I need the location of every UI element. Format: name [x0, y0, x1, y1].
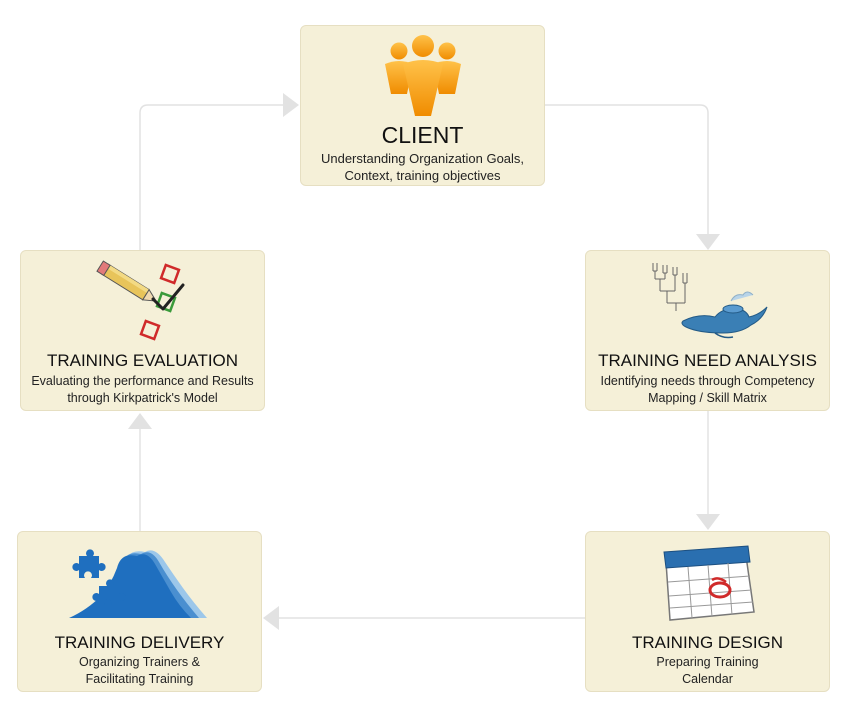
arrowhead-to-design: [696, 514, 720, 530]
people-group-icon: [301, 34, 544, 118]
connector-client-to-tna: [545, 104, 709, 236]
stage-description: Organizing Trainers & Facilitating Train…: [79, 655, 200, 686]
stage-training-design: TRAINING DESIGN Preparing Training Calen…: [585, 531, 830, 692]
stage-training-need-analysis: TRAINING NEED ANALYSIS Identifying needs…: [585, 250, 830, 411]
stage-training-delivery: TRAINING DELIVERY Organizing Trainers & …: [17, 531, 262, 692]
stage-title: TRAINING DELIVERY: [54, 633, 225, 652]
connector-eval-to-client: [139, 104, 285, 250]
stage-description: Understanding Organization Goals, Contex…: [320, 151, 525, 183]
calendar-icon: [586, 540, 829, 624]
arrowhead-to-tna: [696, 234, 720, 250]
magic-lamp-tree-icon: [586, 259, 829, 343]
stage-description: Identifying needs through Competency Map…: [600, 374, 815, 405]
stage-title: TRAINING NEED ANALYSIS: [598, 351, 817, 370]
stage-training-evaluation: TRAINING EVALUATION Evaluating the perfo…: [20, 250, 265, 411]
stage-title: TRAINING EVALUATION: [46, 351, 239, 370]
stage-title: TRAINING DESIGN: [631, 633, 784, 652]
arrowhead-to-client: [283, 93, 299, 117]
arrowhead-to-delivery: [263, 606, 279, 630]
arrowhead-to-eval: [128, 413, 152, 429]
stage-title: CLIENT: [381, 122, 464, 148]
pencil-checklist-icon: [21, 259, 264, 343]
stage-description: Preparing Training Calendar: [656, 655, 759, 686]
puzzle-mountain-icon: [18, 540, 261, 624]
stage-description: Evaluating the performance and Results t…: [31, 374, 254, 405]
stage-client: CLIENT Understanding Organization Goals,…: [300, 25, 545, 186]
